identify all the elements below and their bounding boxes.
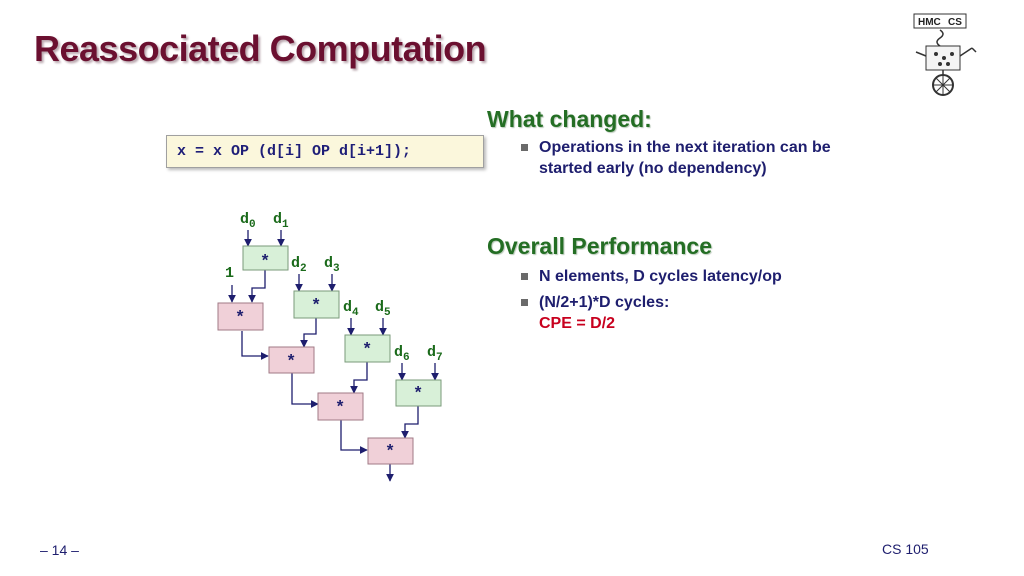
accum-op-box <box>268 346 315 374</box>
bullet-square-icon <box>521 299 528 306</box>
input-label-d5: d5 <box>375 299 391 319</box>
op-symbol: * <box>260 253 270 272</box>
svg-text:CS: CS <box>948 17 962 28</box>
op-symbol: * <box>335 399 345 418</box>
pair-op-box <box>344 334 391 363</box>
input-label-d1: d1 <box>273 211 289 231</box>
course-label: CS 105 <box>882 541 929 557</box>
what-changed-heading: What changed: <box>487 106 652 132</box>
cpe-highlight: CPE = D/2 <box>539 315 616 332</box>
input-label-d4: d4 <box>343 299 359 319</box>
input-label-d6: d6 <box>394 344 410 364</box>
svg-text:HMC: HMC <box>918 17 941 28</box>
overall-bullet-1: N elements, D cycles latency/op <box>539 268 782 285</box>
bullet-line: started early (no dependency) <box>539 160 767 177</box>
accum-op-box <box>367 437 414 465</box>
pair-op-box <box>395 379 442 407</box>
bullet-line: (N/2+1)*D cycles: <box>539 294 670 311</box>
bullet-square-icon <box>521 273 528 280</box>
input-label-d2: d2 <box>291 255 307 275</box>
input-arrows <box>228 230 439 482</box>
op-symbol: * <box>286 353 296 372</box>
op-symbol: * <box>362 341 372 360</box>
overall-bullet-2: (N/2+1)*D cycles: CPE = D/2 <box>539 292 669 334</box>
pair-op-box <box>242 245 289 271</box>
op-symbol: * <box>235 309 245 328</box>
pair-op-box <box>293 290 340 319</box>
accum-op-box <box>317 392 364 421</box>
input-label-d3: d3 <box>324 255 340 275</box>
bullet-line: Operations in the next iteration can be <box>539 139 831 156</box>
code-box: x = x OP (d[i] OP d[i+1]); <box>166 135 484 168</box>
overall-performance-heading: Overall Performance <box>487 233 713 259</box>
accum-op-box <box>217 302 264 331</box>
initial-value-label: 1 <box>225 265 234 282</box>
bullet-square-icon <box>521 144 528 151</box>
op-symbol: * <box>311 297 321 316</box>
page-number: – 14 – <box>40 542 79 558</box>
input-label-d7: d7 <box>427 344 443 364</box>
what-changed-bullet-1: Operations in the next iteration can be … <box>539 137 831 179</box>
slide-title: Reassociated Computation <box>34 28 487 69</box>
op-symbol: * <box>413 385 423 404</box>
hmc-cs-logo: HMC CS <box>913 13 977 96</box>
code-statement: x = x OP (d[i] OP d[i+1]); <box>177 143 412 160</box>
op-symbol: * <box>385 443 395 462</box>
input-label-d0: d0 <box>240 211 256 231</box>
